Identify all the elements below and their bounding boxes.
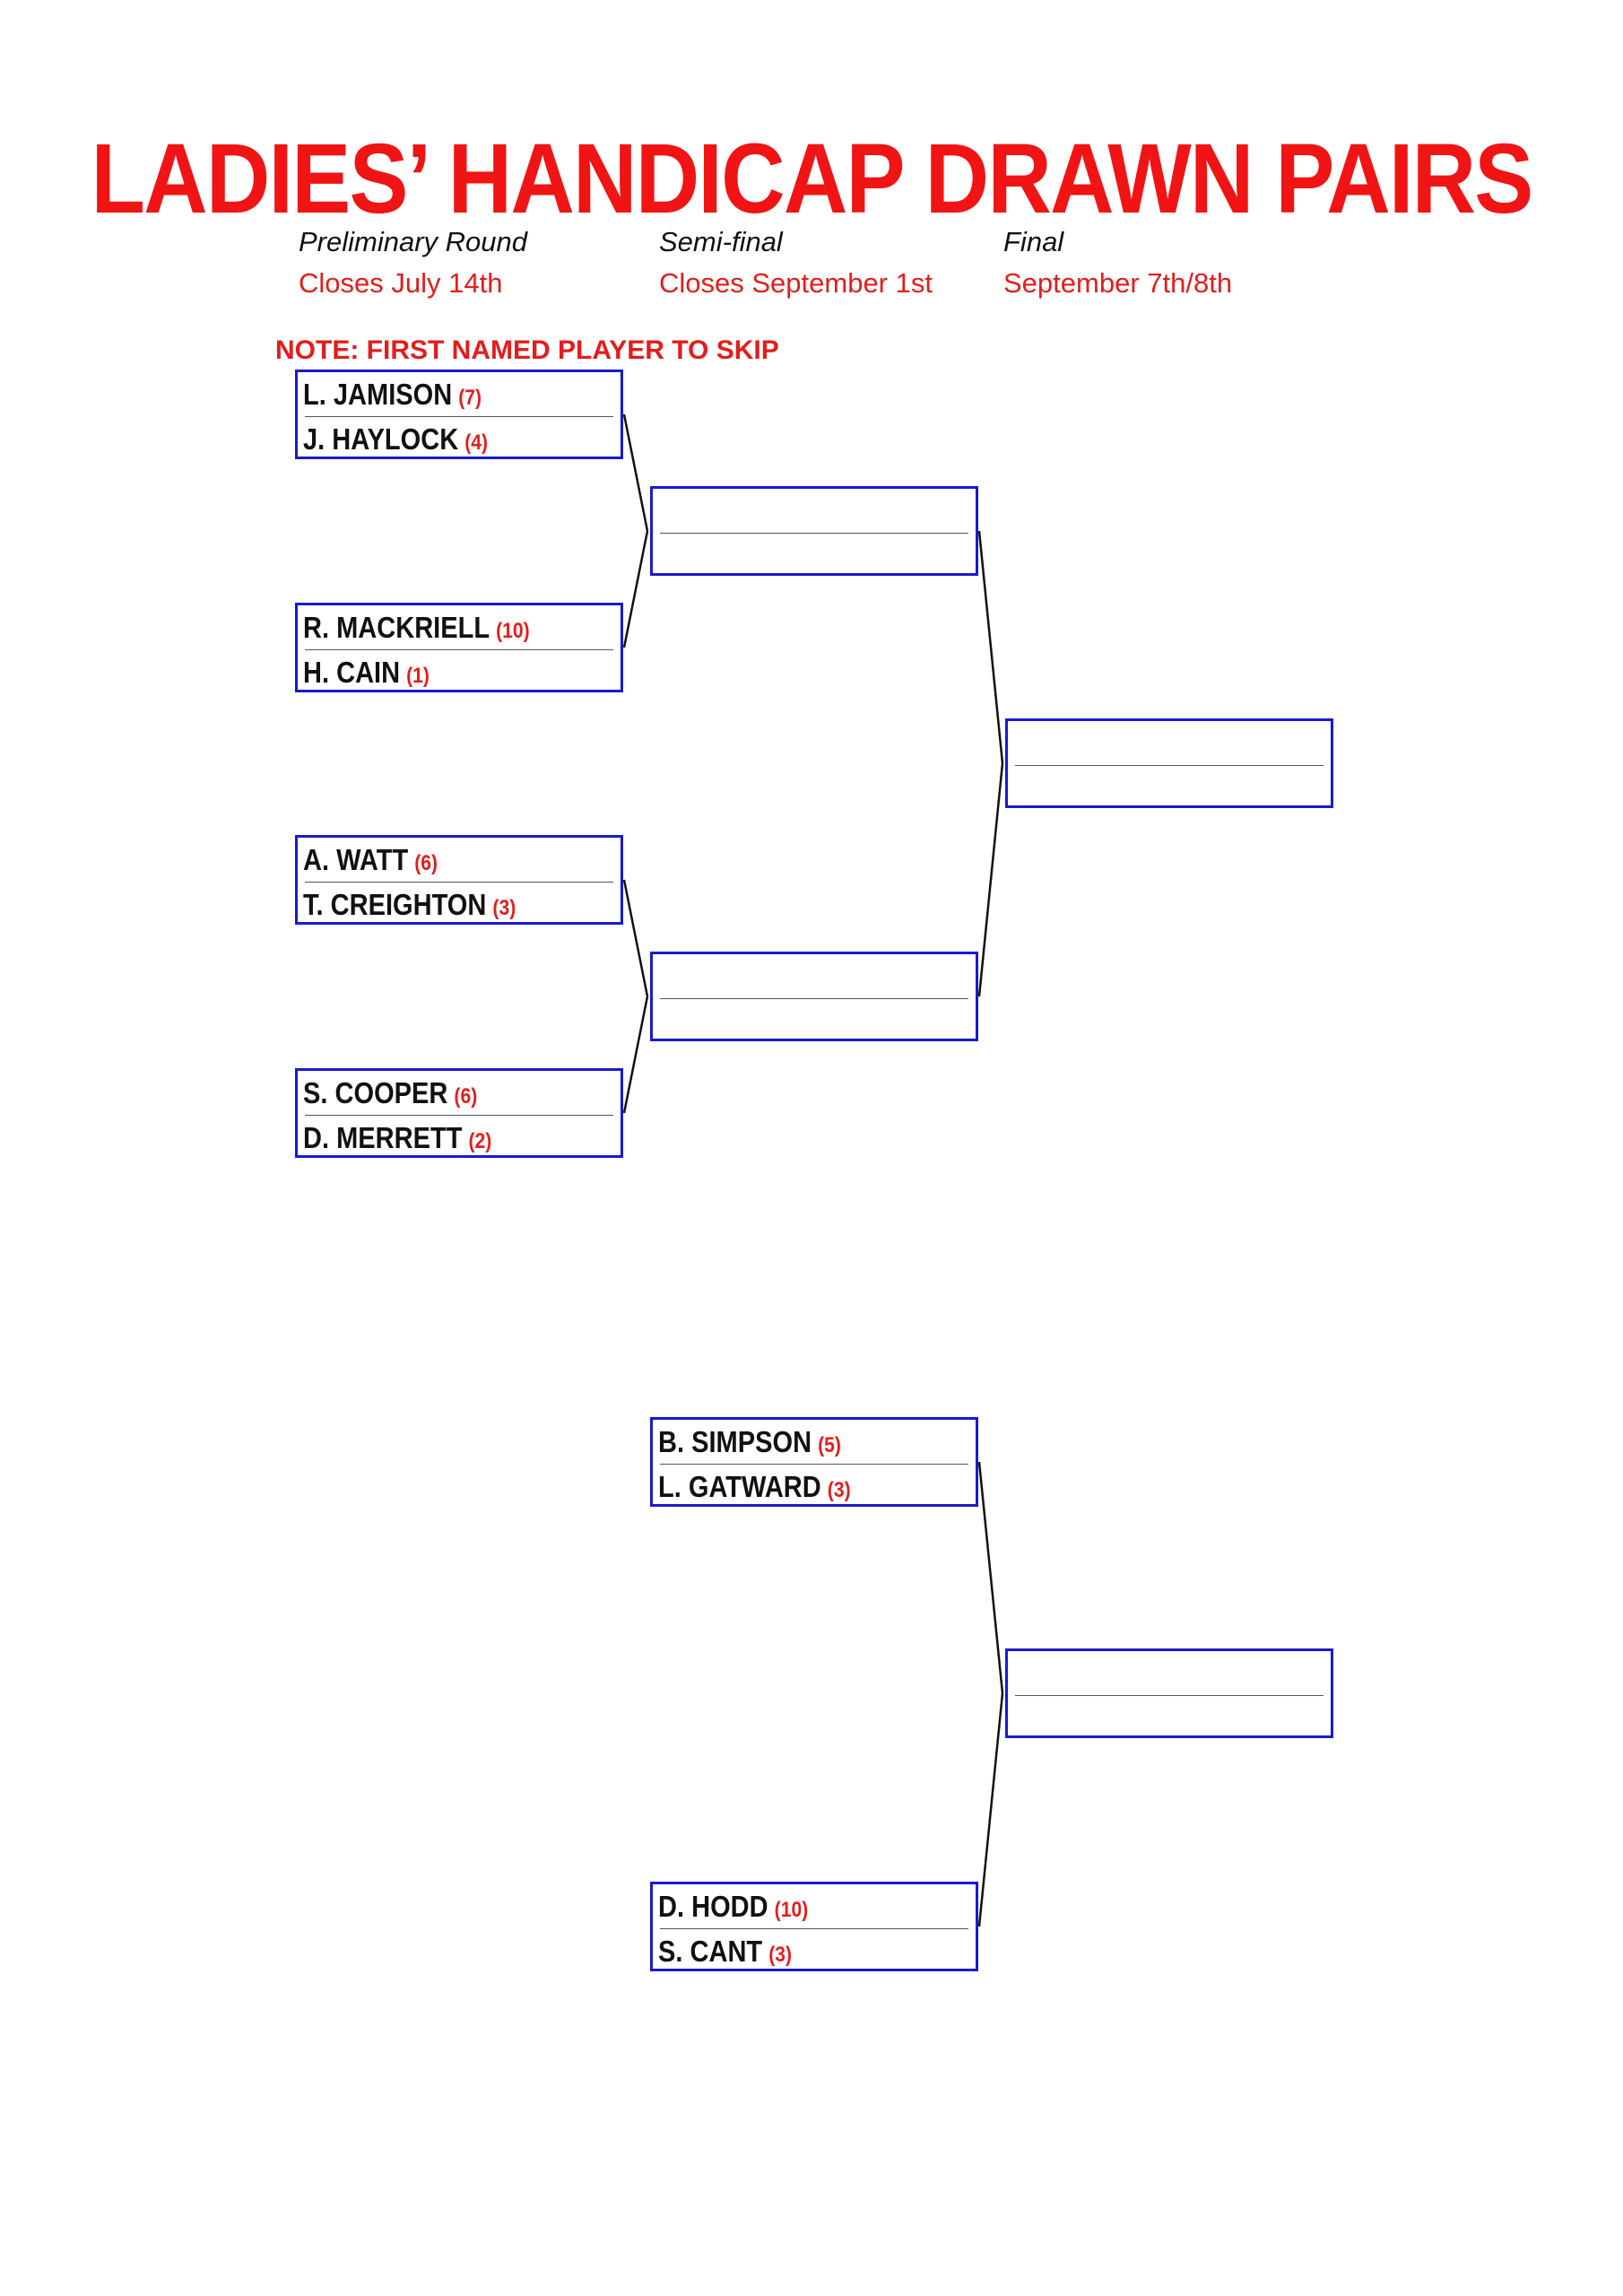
- prelim-pair-2: R. MACKRIELL(10) H. CAIN(1): [295, 603, 623, 692]
- prelim-pair-1: L. JAMISON(7) J. HAYLOCK(4): [295, 370, 623, 459]
- bracket-line: [622, 530, 649, 648]
- round-label-preliminary: Preliminary Round: [299, 226, 527, 257]
- divider: [660, 998, 968, 999]
- round-label-final: Final: [1003, 226, 1064, 257]
- handicap: (6): [454, 1084, 478, 1109]
- bracket-line: [977, 530, 1004, 764]
- divider: [660, 1928, 968, 1929]
- final-slot-1: [1005, 718, 1333, 808]
- player-skip: L. JAMISON(7): [303, 378, 482, 411]
- player-lead: T. CREIGHTON(3): [303, 888, 516, 921]
- player-skip: A. WATT(6): [303, 843, 438, 876]
- semi-slot-1: [650, 486, 978, 576]
- bracket-line: [622, 879, 649, 997]
- player-lead: D. MERRETT(2): [303, 1121, 492, 1154]
- handicap: (7): [458, 386, 482, 410]
- round-closing-preliminary: Closes July 14th: [299, 267, 503, 299]
- divider: [1015, 765, 1324, 766]
- handicap: (10): [496, 619, 530, 643]
- player-lead: H. CAIN(1): [303, 656, 430, 689]
- handicap: (3): [827, 1478, 851, 1502]
- bracket-line: [977, 762, 1004, 997]
- page-title: LADIES’ HANDICAP DRAWN PAIRS: [91, 124, 1533, 234]
- player-skip: S. COOPER(6): [303, 1076, 478, 1109]
- bracket-line: [622, 413, 649, 532]
- handicap: (1): [406, 664, 430, 688]
- prelim-pair-4: S. COOPER(6) D. MERRETT(2): [295, 1068, 623, 1158]
- skip-note: NOTE: FIRST NAMED PLAYER TO SKIP: [275, 335, 779, 365]
- final-slot-2: [1005, 1648, 1333, 1738]
- handicap: (4): [464, 430, 489, 455]
- round-closing-semifinal: Closes September 1st: [659, 267, 933, 299]
- player-skip: R. MACKRIELL(10): [303, 611, 530, 644]
- divider: [660, 1464, 968, 1465]
- bracket-line: [977, 1692, 1004, 1927]
- handicap: (3): [768, 1943, 793, 1967]
- handicap: (3): [492, 896, 516, 920]
- player-skip: D. HODD(10): [658, 1890, 809, 1923]
- divider: [1015, 1695, 1324, 1696]
- divider: [305, 1115, 613, 1116]
- handicap: (6): [414, 851, 438, 875]
- handicap: (2): [468, 1129, 492, 1153]
- semi-pair-4: D. HODD(10) S. CANT(3): [650, 1882, 978, 1971]
- player-lead: S. CANT(3): [658, 1935, 793, 1968]
- semi-pair-3: B. SIMPSON(5) L. GATWARD(3): [650, 1417, 978, 1507]
- divider: [305, 649, 613, 650]
- round-label-semifinal: Semi-final: [659, 226, 783, 257]
- semi-slot-2: [650, 952, 978, 1041]
- round-closing-final: September 7th/8th: [1003, 267, 1233, 299]
- handicap: (5): [818, 1433, 841, 1457]
- player-skip: B. SIMPSON(5): [658, 1425, 841, 1458]
- divider: [305, 882, 613, 883]
- bracket-line: [622, 996, 649, 1114]
- prelim-pair-3: A. WATT(6) T. CREIGHTON(3): [295, 835, 623, 925]
- divider: [660, 533, 968, 534]
- bracket-line: [977, 1461, 1004, 1694]
- player-lead: L. GATWARD(3): [658, 1470, 851, 1503]
- player-lead: J. HAYLOCK(4): [303, 422, 489, 456]
- divider: [305, 416, 613, 417]
- handicap: (10): [774, 1898, 809, 1922]
